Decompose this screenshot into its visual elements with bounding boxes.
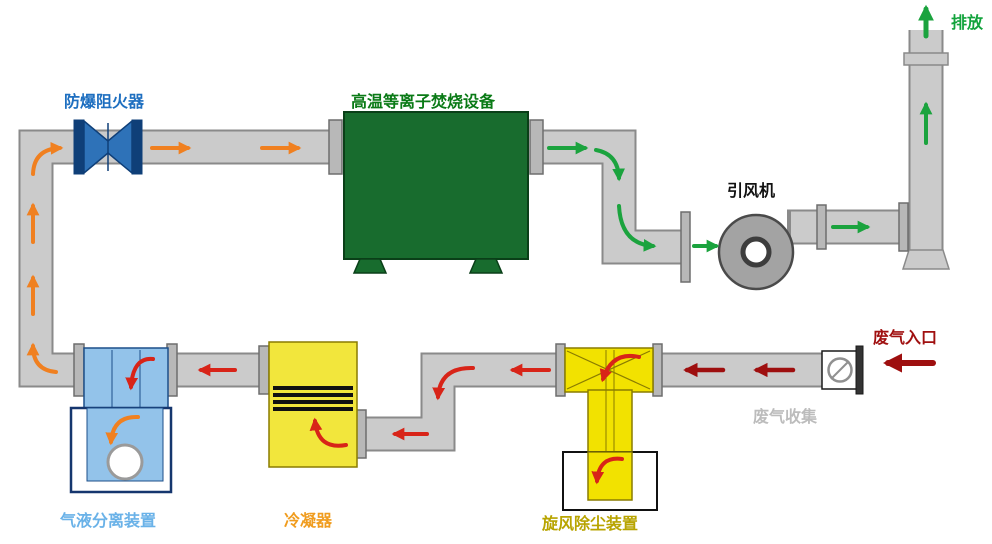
flow-arrow-green-corner-down [594, 148, 625, 182]
flow-arrow-orange-corner-up [26, 342, 58, 374]
condenser-body [268, 341, 358, 468]
label-gas-collection: 废气收集 [753, 407, 818, 426]
plasma-foot-left [352, 258, 388, 274]
arrester-left-plate [73, 119, 85, 175]
flow-arrow-red-cyclone-swirl [599, 354, 641, 383]
flow-arrow-green-corner-right [617, 204, 657, 252]
flow-arrows-orange [26, 141, 302, 446]
arrester-right-plate [131, 119, 143, 175]
plasma-foot-right [468, 258, 504, 274]
pipe-left-top-run-border [18, 129, 340, 388]
flow-arrows-red [125, 353, 936, 485]
label-condenser: 冷凝器 [284, 511, 333, 530]
cyclone-right-flange [652, 343, 663, 397]
flow-arrow-red-separator-down [125, 356, 155, 391]
plasma-incinerator [328, 111, 544, 274]
plasma-right-flange [529, 119, 544, 175]
exhaust-stack [898, 52, 951, 270]
plasma-body [343, 111, 529, 260]
condenser-fin-4 [273, 407, 353, 411]
pipe-left-top-run [20, 131, 340, 386]
fan-outlet-flange [816, 204, 827, 250]
label-emission: 排放 [951, 13, 984, 32]
separator-left-flange [73, 343, 85, 397]
condenser-fin-2 [273, 393, 353, 397]
separator-drain-port [106, 443, 144, 481]
damper-flange [855, 345, 864, 395]
stack-collar [903, 52, 949, 66]
pipe-cyclone-to-condenser [360, 354, 570, 450]
label-gas-liquid-separator: 气液分离装置 [60, 511, 157, 530]
flow-arrow-red-condenser-up [309, 417, 348, 448]
flow-arrow-orange-sump [105, 414, 140, 446]
pipe-plasma-to-fan [535, 131, 686, 263]
induced-draft-fan [717, 204, 827, 291]
separator-body [83, 347, 169, 413]
fan-hub [740, 236, 772, 268]
stack-inlet-flange [898, 202, 909, 252]
stack-base [901, 249, 951, 270]
inlet-damper [821, 345, 864, 395]
cyclone-left-flange [555, 343, 566, 397]
flow-arrow-red-step-down [432, 365, 475, 401]
condenser-left-flange [258, 345, 270, 395]
label-induced-draft-fan: 引风机 [727, 181, 776, 200]
label-cyclone: 旋风除尘装置 [542, 514, 639, 533]
condenser-fin-1 [273, 386, 353, 390]
condenser-fin-3 [273, 400, 353, 404]
condenser-unit [258, 341, 367, 468]
label-flame-arrester: 防爆阻火器 [64, 92, 145, 111]
plasma-left-flange [328, 119, 343, 175]
damper-blade [830, 360, 850, 380]
gas-liquid-separator [69, 343, 178, 494]
flow-arrows-green [547, 4, 935, 253]
flow-arrow-orange-corner-right [31, 141, 64, 176]
flame-arrester [73, 119, 143, 175]
label-gas-inlet: 废气入口 [873, 328, 938, 347]
label-plasma-incinerator: 高温等离子焚烧设备 [351, 92, 496, 111]
flow-arrow-red-bin-swirl [591, 456, 624, 485]
pre-fan-flange [680, 211, 691, 283]
